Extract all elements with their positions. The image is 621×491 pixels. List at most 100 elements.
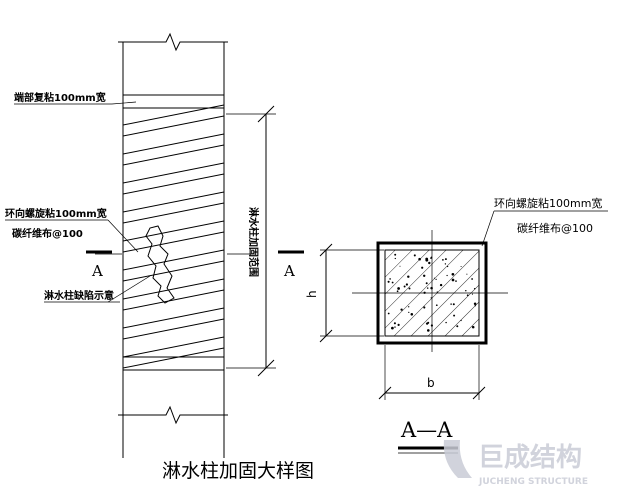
- concrete-speckle: [408, 287, 411, 290]
- concrete-speckle: [474, 305, 476, 307]
- concrete-speckle: [428, 261, 431, 265]
- watermark-brand-cn: 巨成结构: [478, 443, 582, 473]
- defect-note: 淋水柱缺陷示意: [44, 289, 114, 302]
- bottom-break-line: [118, 405, 228, 425]
- b-tick-right: [472, 386, 486, 400]
- concrete-speckle: [460, 265, 462, 268]
- concrete-speckle: [433, 277, 435, 279]
- drawing-title: 淋水柱加固大样图: [162, 460, 314, 482]
- concrete-speckle: [456, 325, 459, 328]
- concrete-speckle: [394, 326, 396, 328]
- spiral-strip-line: [123, 191, 224, 213]
- concrete-speckle: [426, 287, 429, 289]
- concrete-speckle: [466, 294, 469, 297]
- concrete-speckle: [391, 326, 394, 330]
- concrete-speckle: [430, 297, 432, 299]
- spiral-strip-line: [123, 173, 224, 195]
- concrete-speckle: [453, 314, 456, 317]
- concrete-speckle: [407, 275, 410, 278]
- section-mark-left: A: [91, 262, 103, 280]
- end-wrap-leader: [111, 101, 137, 105]
- concrete-speckle: [418, 257, 421, 261]
- concrete-speckle: [427, 329, 430, 332]
- spiral-strip-line: [123, 249, 224, 271]
- spiral-strip-line: [123, 307, 224, 329]
- b-tick-left: [378, 386, 392, 400]
- concrete-speckle: [425, 282, 428, 285]
- spiral-strip-line: [123, 318, 224, 340]
- concrete-speckle: [394, 257, 396, 260]
- spiral-strip-line: [123, 133, 224, 155]
- section-title: A—A: [400, 418, 453, 442]
- defect-note-leader: [107, 275, 151, 303]
- spiral-strip-line: [123, 336, 224, 358]
- spiral-strip-line: [123, 231, 224, 253]
- section-note-line1: 环向螺旋粘100mm宽: [494, 196, 602, 210]
- concrete-speckle: [403, 285, 406, 288]
- concrete-speckle: [436, 291, 438, 293]
- concrete-speckle: [435, 304, 438, 307]
- section-a-a: h b 环向螺旋粘100mm宽 碳纤维布@100 A—A: [305, 196, 608, 454]
- concrete-speckle: [425, 322, 429, 325]
- concrete-speckle: [451, 278, 455, 282]
- section-note-leader: [481, 210, 495, 247]
- spiral-strip-line: [123, 289, 224, 311]
- end-wrap-note: 端部复粘100mm宽: [14, 91, 106, 104]
- spiral-strip-line: [123, 202, 224, 224]
- concrete-speckle: [394, 253, 397, 256]
- concrete-speckle: [408, 311, 410, 314]
- spiral-strip-line: [123, 278, 224, 300]
- column-elevation: A A 淋水柱加固范围 端部复粘100mm宽 环向螺旋粘100mm宽 碳纤维布@…: [5, 32, 304, 458]
- concrete-speckle: [452, 303, 455, 306]
- watermark-brand-en: JUCHENG STRUCTURE: [478, 477, 588, 487]
- h-tick-top: [319, 243, 333, 257]
- concrete-speckle: [421, 266, 424, 269]
- spiral-strip-line: [123, 115, 224, 137]
- watermark-logo-mark: [443, 440, 472, 478]
- concrete-speckle: [387, 312, 390, 315]
- concrete-speckle: [471, 293, 473, 295]
- concrete-speckle: [405, 283, 409, 286]
- spiral-note-line1: 环向螺旋粘100mm宽: [5, 207, 107, 220]
- concrete-speckle: [460, 319, 462, 322]
- concrete-speckle: [389, 278, 391, 280]
- concrete-speckle: [446, 274, 448, 277]
- concrete-speckle: [430, 257, 432, 259]
- spiral-strip-line: [123, 144, 224, 166]
- concrete-speckle: [408, 306, 410, 308]
- spiral-note-line2: 碳纤维布@100: [12, 227, 83, 240]
- concrete-speckle: [439, 283, 443, 287]
- concrete-speckle: [430, 286, 433, 290]
- concrete-speckle: [425, 257, 429, 261]
- spiral-strip-line: [123, 220, 224, 242]
- concrete-speckle: [396, 290, 399, 293]
- concrete-speckle: [435, 278, 437, 281]
- concrete-speckle: [473, 302, 477, 306]
- concrete-speckle: [473, 287, 476, 290]
- concrete-speckle: [423, 274, 426, 277]
- b-label: b: [427, 376, 435, 390]
- concrete-speckle: [445, 321, 447, 324]
- spiral-strip-line: [123, 260, 224, 282]
- concrete-speckle: [471, 325, 475, 329]
- concrete-speckle: [465, 289, 467, 292]
- concrete-speckle: [387, 280, 390, 283]
- spiral-strip-line: [123, 162, 224, 184]
- concrete-speckle: [471, 278, 473, 280]
- h-label: h: [305, 290, 319, 298]
- concrete-speckle: [397, 287, 400, 290]
- spiral-cfrp-strips: [123, 104, 224, 369]
- top-break-line: [118, 32, 228, 52]
- concrete-speckle: [391, 281, 394, 284]
- concrete-speckle: [446, 265, 449, 268]
- concrete-speckle: [393, 322, 396, 325]
- concrete-speckle: [397, 323, 400, 326]
- concrete-speckle: [399, 265, 401, 267]
- watermark-logo: 巨成结构 JUCHENG STRUCTURE: [443, 440, 588, 487]
- spiral-note-leader: [107, 219, 139, 253]
- concrete-speckle: [466, 273, 468, 275]
- h-tick-bottom: [319, 329, 333, 343]
- section-note-line2: 碳纤维布@100: [517, 221, 593, 235]
- concrete-speckle: [413, 254, 416, 257]
